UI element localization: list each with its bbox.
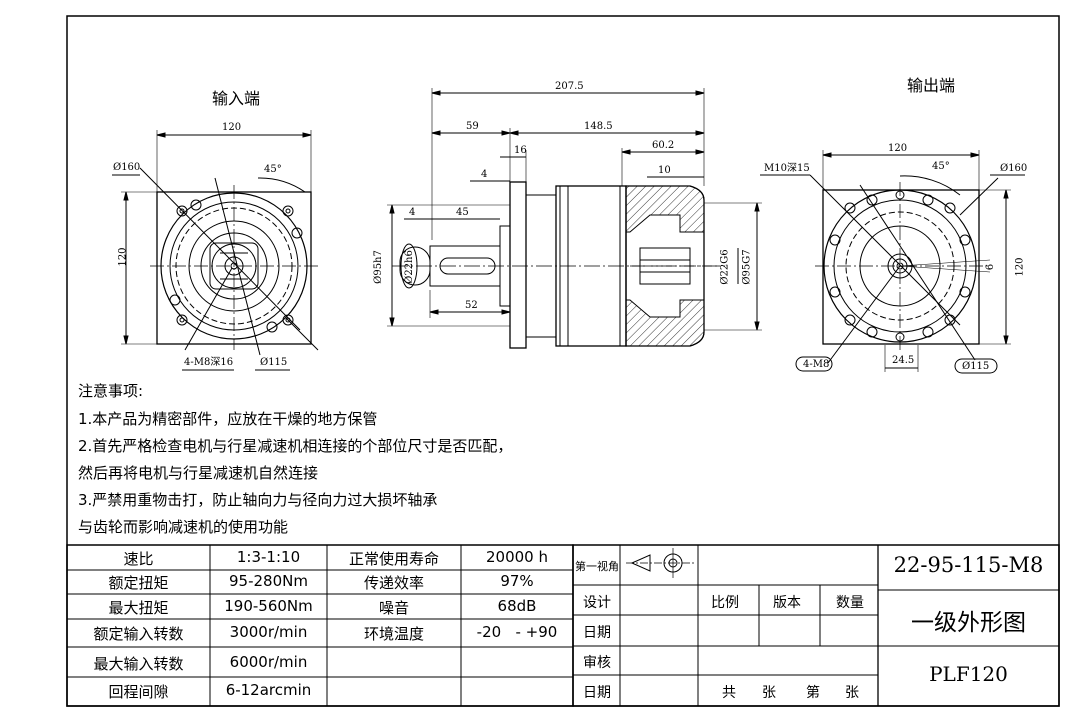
drawing-name: 一级外形图 xyxy=(911,610,1026,636)
side-pilot-dim: Ø95G7 xyxy=(741,249,753,285)
spec-label2: 正常使用寿命 xyxy=(348,550,439,568)
spec-value2: -20 - +90 xyxy=(476,623,558,641)
sheet-total-label: 共 xyxy=(722,685,736,701)
input-holes-dim: 4-M8深16 xyxy=(184,357,234,368)
side-10-dim: 10 xyxy=(658,165,671,176)
date-label-1: 日期 xyxy=(583,625,611,641)
spec-value: 6000r/min xyxy=(229,653,308,671)
scale-label: 比例 xyxy=(711,595,739,611)
date-label-2: 日期 xyxy=(583,685,611,701)
side-key-dim: 45 xyxy=(456,207,469,218)
input-width-dim: 120 xyxy=(222,122,242,133)
input-end-view xyxy=(112,130,320,371)
version-label: 版本 xyxy=(773,595,801,611)
side-view xyxy=(387,88,762,349)
output-width-dim: 120 xyxy=(888,143,908,154)
spec-label2: 环境温度 xyxy=(363,625,424,643)
spec-value: 1:3-1:10 xyxy=(236,548,301,566)
side-shaft-dia-dim: Ø95h7 xyxy=(372,250,384,284)
side-body-dim: 148.5 xyxy=(584,121,613,132)
spec-label2: 传递效率 xyxy=(363,574,424,592)
side-flange-dim: 16 xyxy=(514,145,527,156)
input-bore-dim: Ø115 xyxy=(260,357,288,368)
output-key-dim: 6 xyxy=(985,263,997,271)
output-tap-dim: M10深15 xyxy=(764,163,810,174)
spec-value: 190-560Nm xyxy=(224,597,313,615)
output-end-title: 输出端 xyxy=(907,76,956,95)
side-52-dim: 52 xyxy=(465,300,478,311)
sheet-no-label: 第 xyxy=(806,685,820,701)
note-line-1: 1.本产品为精密部件，应放在干燥的地方保管 xyxy=(78,410,378,428)
note-line-3: 然后再将电机与行星减速机自然连接 xyxy=(78,464,319,482)
spec-value2: 97% xyxy=(500,572,534,590)
spec-label: 速比 xyxy=(123,550,154,568)
spec-value2: 20000 h xyxy=(486,548,548,566)
side-bore-right-dim: Ø22G6 xyxy=(719,249,731,285)
side-output-dim: 60.2 xyxy=(652,140,675,151)
note-line-5: 与齿轮而影响减速机的使用功能 xyxy=(78,518,289,536)
side-shaft-small-dim: Ø22h6 xyxy=(403,250,415,284)
output-end-view xyxy=(760,150,1025,374)
spec-value2: 68dB xyxy=(497,597,537,615)
review-label: 审核 xyxy=(583,655,611,671)
spec-label2: 噪音 xyxy=(378,599,409,617)
projection-label: 第一视角 xyxy=(575,560,619,573)
spec-value: 3000r/min xyxy=(229,623,308,641)
output-height-dim: 120 xyxy=(1014,257,1026,277)
spec-label: 最大扭矩 xyxy=(108,599,169,617)
output-offset-dim: 24.5 xyxy=(892,355,915,366)
output-holes-dim: 4-M8 xyxy=(803,359,830,370)
input-angle-dim: 45° xyxy=(264,164,282,175)
note-line-2: 2.首先严格检查电机与行星减速机相连接的个部位尺寸是否匹配， xyxy=(78,437,513,455)
sheet-unit-label-1: 张 xyxy=(762,685,776,701)
output-pcd-dim: Ø160 xyxy=(1000,163,1028,174)
model-number: PLF120 xyxy=(929,662,1008,686)
side-shaft-dim: 59 xyxy=(466,121,479,132)
input-height-dim: 120 xyxy=(117,247,129,267)
side-4b-dim: 4 xyxy=(409,207,416,218)
spec-value: 95-280Nm xyxy=(229,572,308,590)
drawing-number: 22-95-115-M8 xyxy=(893,553,1044,577)
output-angle-dim: 45° xyxy=(932,161,950,172)
spec-label: 最大输入转数 xyxy=(93,655,184,673)
spec-value: 6-12arcmin xyxy=(225,681,312,699)
design-label: 设计 xyxy=(583,595,611,611)
output-bore-dim: Ø115 xyxy=(962,361,990,372)
sheet-unit-label-2: 张 xyxy=(845,685,859,701)
spec-label: 回程间隙 xyxy=(108,683,169,701)
input-end-title: 输入端 xyxy=(212,89,261,108)
spec-label: 额定输入转数 xyxy=(93,625,184,643)
input-pcd-dim: Ø160 xyxy=(113,162,141,173)
spec-label: 额定扭矩 xyxy=(108,574,169,592)
note-line-4: 3.严禁用重物击打，防止轴向力与径向力过大损坏轴承 xyxy=(78,491,438,509)
title-block-grid xyxy=(572,544,1060,707)
side-4a-dim: 4 xyxy=(481,169,488,180)
quantity-label: 数量 xyxy=(836,595,864,611)
side-total-dim: 207.5 xyxy=(555,81,584,92)
notes-title: 注意事项: xyxy=(78,382,144,400)
